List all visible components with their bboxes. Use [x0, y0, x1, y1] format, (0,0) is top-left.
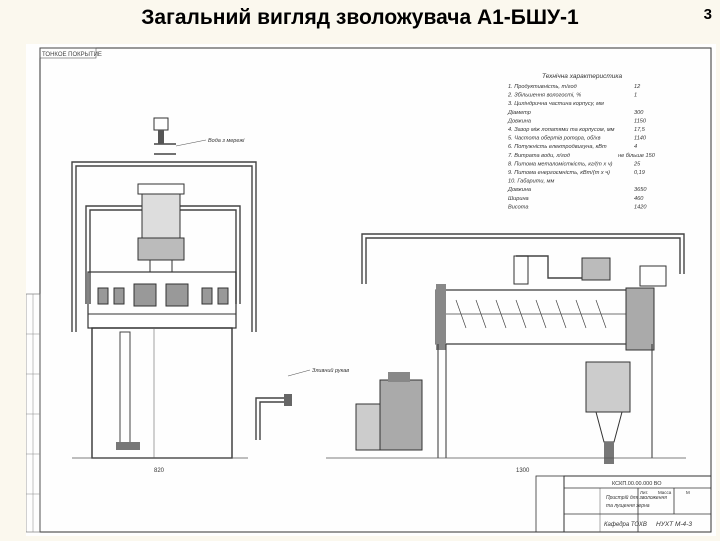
spec-value: 1420 — [634, 204, 647, 210]
spec-value: 17,5 — [634, 127, 646, 133]
tb-code: КСКП.00.00.000 ВО — [612, 481, 662, 487]
spec-label: Діаметр — [507, 110, 531, 116]
spec-label: 7. Витрата води, л/год — [508, 153, 570, 159]
humidifier-housing — [435, 289, 645, 345]
tank-head — [87, 271, 237, 329]
tank-body — [91, 327, 233, 459]
dim-right: 1300 — [516, 468, 530, 474]
specs-block: Технічна характеристика 1. Продуктивніст… — [507, 72, 656, 210]
spec-value: 25 — [633, 161, 641, 167]
drawing-canvas: ТОНКОЕ ПОКРЫТИЕ Технічна характеристика … — [25, 47, 712, 533]
title-block: КСКП.00.00.000 ВО Пристрій для зволоженн… — [535, 475, 712, 533]
dim-left: 820 — [154, 468, 165, 474]
flow-meter — [513, 255, 529, 285]
filter-outlet — [149, 259, 173, 273]
discharge-spout — [604, 442, 614, 464]
spec-label: 5. Частота обертів ротора, об/хв — [508, 136, 601, 142]
leader-drain — [287, 369, 311, 377]
tb-mass: Масса — [658, 490, 672, 495]
filter-body — [141, 193, 181, 239]
tb-dept: Кафедра ТОХВ — [604, 522, 647, 528]
spec-value: 1 — [634, 93, 637, 99]
label-drain: Зливний рукав — [312, 367, 349, 374]
motor-terminal — [388, 372, 410, 382]
rotor-blades — [446, 299, 626, 329]
drain-hose — [255, 397, 284, 440]
spec-label: 10. Габарити, мм — [508, 179, 554, 185]
inlet-fitting — [153, 117, 169, 131]
tb-name-2: та лущення зерна — [606, 503, 650, 509]
tb-scale: М — [686, 490, 690, 495]
motor-coupling — [355, 403, 381, 451]
tank-shaft — [119, 331, 131, 445]
leader-water — [175, 139, 207, 147]
spec-label: 3. Циліндрична частина корпусу, мм — [508, 101, 604, 107]
spec-value: 1150 — [634, 118, 647, 124]
spec-label: 1. Продуктивність, т/год — [508, 84, 577, 90]
spec-label: 2. Збільшення вологості, % — [507, 93, 581, 99]
inlet-stem — [158, 130, 164, 144]
spec-label: 4. Зазор між лопатями та корпусом, мм — [508, 127, 615, 133]
spec-label: 9. Питома енергоємність, кВт/(т x ч) — [508, 170, 610, 176]
discharge-cone — [595, 411, 623, 443]
specs-heading: Технічна характеристика — [542, 72, 622, 80]
label-water: Вода з мережі — [208, 138, 245, 144]
spec-label: Довжина — [507, 118, 531, 124]
support-frame — [437, 344, 653, 458]
tank-agitator — [116, 442, 140, 450]
spec-value: 300 — [634, 110, 644, 116]
corner-stamp-box — [39, 47, 97, 59]
drain-valve — [284, 394, 292, 406]
spec-value: 0,19 — [634, 170, 645, 176]
regulator-cap — [137, 183, 185, 195]
spec-label: Висота — [508, 204, 528, 210]
spec-value: 460 — [634, 196, 644, 202]
tb-lit: Лит. — [640, 490, 648, 495]
upper-pipes — [361, 233, 685, 284]
outlet-chamber — [625, 287, 655, 351]
corner-stamp: ТОНКОЕ ПОКРЫТИЕ — [42, 52, 102, 58]
spec-label: 6. Потужність електродвигуна, кВт — [508, 144, 607, 150]
spec-value: 4 — [634, 144, 637, 150]
drawing-frame — [39, 47, 712, 533]
left-margin-grid — [26, 294, 40, 532]
filter-base — [137, 237, 185, 261]
spec-value: 1140 — [634, 136, 647, 142]
spec-value: 12 — [634, 84, 641, 90]
motor-body — [379, 379, 423, 451]
inlet-flange — [436, 284, 446, 350]
slide-title: Загальний вигляд зволожувача А1-БШУ-1 — [141, 6, 579, 29]
spec-label: Ширина — [508, 196, 529, 202]
spec-label: 8. Питома металомісткість, кг/(т x ч) — [508, 161, 613, 167]
engineering-drawing: ТОНКОЕ ПОКРЫТИЕ Технічна характеристика … — [25, 44, 716, 536]
tb-group: НУХТ М-4-3 — [656, 521, 692, 528]
slide-number: 3 — [703, 6, 712, 23]
spec-value: не більше 150 — [618, 153, 656, 159]
dosing-unit — [581, 257, 611, 281]
tank-valves — [97, 283, 229, 307]
control-valve-block — [639, 265, 667, 287]
spec-value: 3650 — [634, 187, 647, 193]
spec-label: Довжина — [507, 187, 531, 193]
discharge-hopper — [585, 361, 631, 413]
tb-name-1: Пристрій для зволоження — [606, 494, 667, 501]
